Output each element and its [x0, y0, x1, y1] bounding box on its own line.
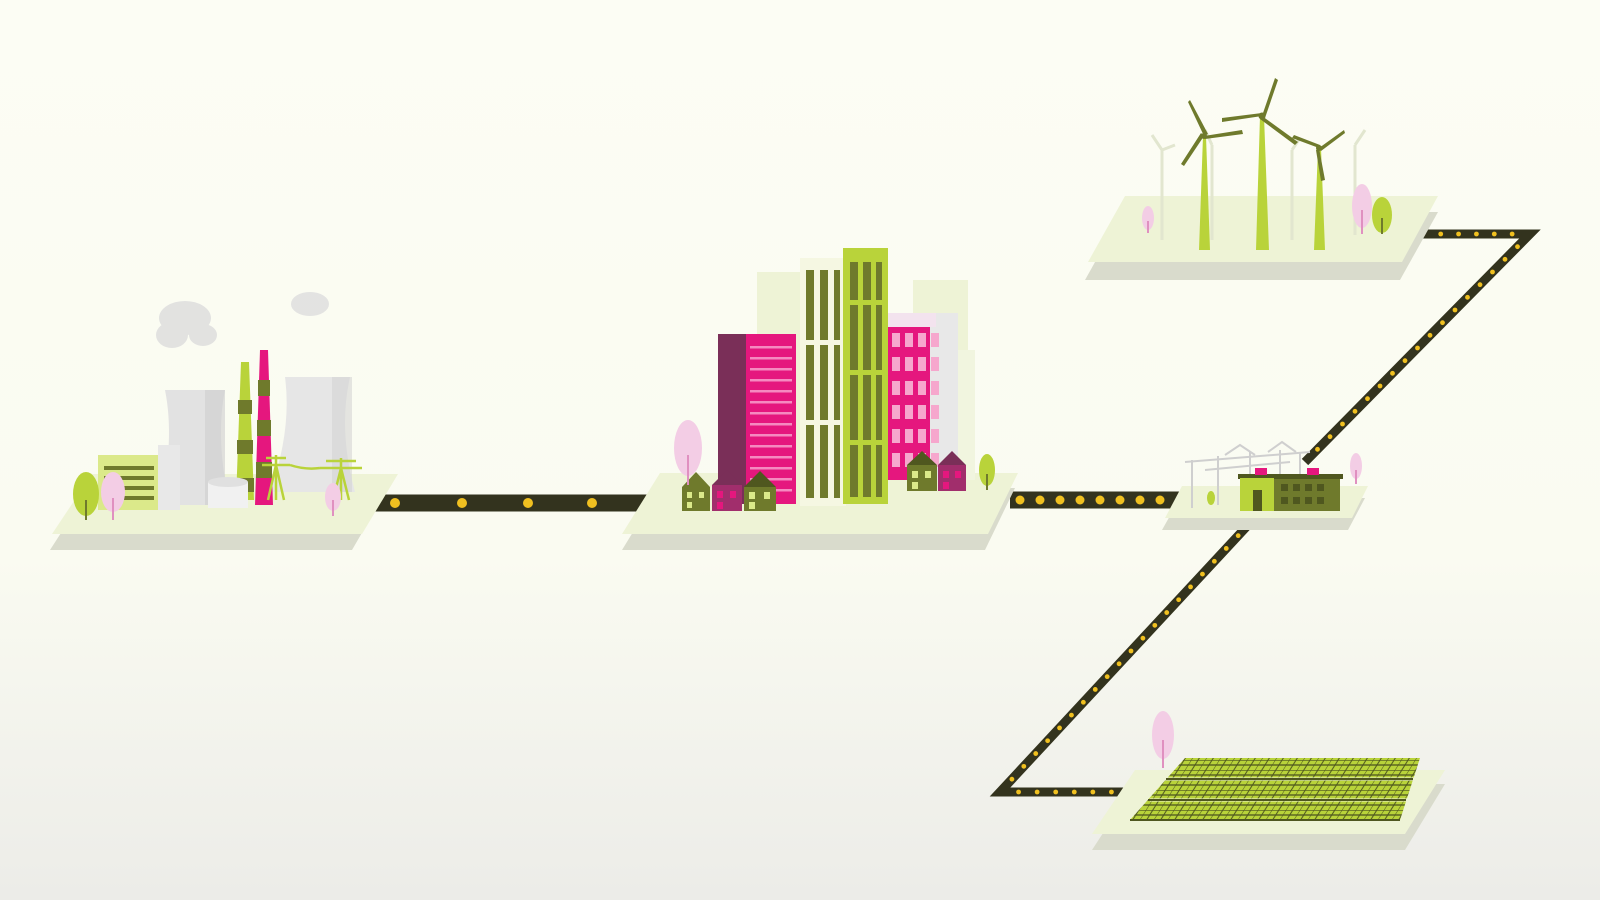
office-tower	[800, 258, 846, 506]
energy-dot	[1035, 495, 1045, 505]
energy-dot	[1509, 231, 1515, 237]
energy-dot	[1080, 699, 1086, 705]
energy-flow-dots	[390, 231, 1520, 795]
energy-dot	[1176, 597, 1182, 603]
magenta-building-right	[888, 313, 958, 480]
energy-dot	[1055, 495, 1065, 505]
wind-turbine-icon	[1292, 130, 1345, 250]
energy-dot	[1402, 358, 1408, 364]
smoke-icon	[156, 292, 329, 348]
energy-dot	[1223, 546, 1229, 551]
energy-dot	[1390, 370, 1395, 376]
energy-dot	[1045, 738, 1051, 744]
power-plant-node	[50, 292, 398, 550]
tree-icon	[1142, 206, 1154, 233]
energy-dot	[1477, 282, 1483, 288]
energy-dot	[1015, 495, 1025, 505]
energy-dot	[1053, 789, 1059, 795]
energy-dot	[1211, 558, 1217, 564]
energy-dot	[1016, 789, 1021, 795]
tree-icon	[325, 483, 341, 516]
energy-dot	[1164, 610, 1170, 615]
transformer-icon	[1184, 440, 1311, 508]
energy-dot	[1340, 421, 1345, 427]
pylon-icon	[262, 455, 362, 501]
tree-icon	[979, 454, 995, 490]
tree-icon	[1352, 184, 1372, 234]
line-substation-to-solar-farm	[989, 506, 1266, 797]
tree-icon	[73, 472, 99, 520]
energy-dot	[1452, 307, 1458, 313]
tree-icon	[101, 472, 125, 520]
house-icon	[744, 471, 776, 511]
wind-turbine-icon	[1222, 78, 1298, 250]
energy-dot	[390, 498, 400, 508]
energy-dot	[1490, 269, 1495, 275]
house-icon	[938, 451, 966, 491]
energy-dot	[1090, 789, 1096, 795]
energy-dot	[1009, 776, 1015, 782]
energy-dot	[1315, 446, 1320, 452]
energy-dot	[1135, 495, 1145, 505]
energy-dot	[1440, 320, 1445, 326]
energy-dot	[1109, 789, 1114, 795]
energy-dot	[1465, 294, 1470, 300]
lime-tower	[843, 248, 888, 504]
energy-dot	[1075, 495, 1085, 505]
energy-dot	[1095, 495, 1105, 505]
energy-dot	[1104, 674, 1110, 680]
magenta-tower	[718, 334, 796, 504]
house-icon	[907, 451, 937, 491]
tree-icon	[1207, 491, 1215, 505]
energy-dot	[1415, 345, 1420, 351]
energy-dot	[1033, 751, 1039, 756]
city-node	[622, 248, 1018, 550]
energy-dot	[1071, 789, 1077, 795]
energy-dot	[1200, 571, 1205, 577]
energy-dot	[1092, 687, 1098, 692]
tree-icon	[674, 420, 702, 485]
energy-dot	[1438, 231, 1444, 237]
energy-dot	[1515, 244, 1520, 250]
energy-dot	[1427, 332, 1433, 338]
solar-panel-icon	[1130, 758, 1420, 821]
energy-dot	[1474, 231, 1479, 237]
energy-dot	[1069, 712, 1074, 718]
energy-dot	[1377, 383, 1383, 389]
tree-icon	[1350, 453, 1362, 484]
wind-farm-node	[1085, 78, 1438, 280]
energy-dot	[1021, 763, 1027, 769]
energy-dot	[1034, 789, 1040, 795]
energy-dot	[1352, 408, 1358, 414]
energy-dot	[1235, 533, 1241, 539]
energy-dot	[1502, 256, 1508, 262]
energy-dot	[587, 498, 597, 508]
solar-farm-node	[1092, 711, 1445, 850]
energy-dot	[1327, 434, 1333, 440]
energy-dot	[1057, 725, 1062, 731]
energy-dot	[1365, 396, 1370, 402]
energy-dot	[1140, 635, 1146, 641]
energy-dot	[1491, 231, 1497, 237]
energy-dot	[1116, 661, 1122, 667]
tree-icon	[1152, 711, 1174, 768]
substation-building	[1238, 468, 1343, 511]
energy-dot	[523, 498, 533, 508]
wind-turbine-icon	[1181, 100, 1243, 250]
energy-dot	[1456, 231, 1461, 237]
energy-dot	[457, 498, 467, 508]
energy-dot	[1115, 495, 1125, 505]
substation-node	[1162, 440, 1368, 530]
storage-tank	[208, 477, 248, 508]
tree-icon	[1372, 197, 1392, 234]
energy-dot	[1188, 584, 1193, 590]
energy-dot	[1155, 495, 1165, 505]
energy-dot	[1152, 622, 1158, 628]
house-icon	[712, 470, 742, 511]
energy-dot	[1128, 648, 1134, 654]
